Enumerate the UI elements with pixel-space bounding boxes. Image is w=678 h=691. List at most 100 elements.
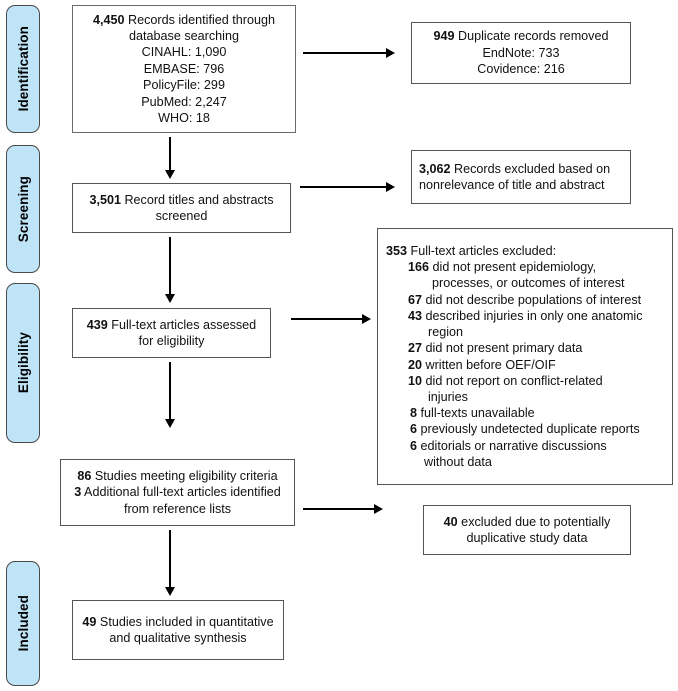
box-fulltext-excluded: 353 Full-text articles excluded: 166 did…: [377, 228, 673, 485]
exclusion-count: 67: [408, 292, 423, 307]
exclusion-count: 6: [410, 422, 418, 437]
text-pubmed: PubMed: 2,247: [141, 94, 227, 109]
text-from-reference-lists: from reference lists: [123, 501, 232, 516]
connector-assessed-to-fulltext-excluded: [291, 318, 364, 320]
text-embase: EMBASE: 796: [143, 61, 225, 76]
arrowhead-assessed-to-fulltext-excluded: [362, 314, 371, 324]
exclusion-count: 10: [408, 373, 423, 388]
count-duplicates-removed: 949: [433, 29, 455, 44]
stage-tab-screening: Screening: [6, 145, 40, 273]
arrowhead-screened-to-assessed: [165, 294, 175, 303]
box-duplicates-removed-text: 949 Duplicate records removed EndNote: 7…: [412, 28, 630, 77]
text-endnote: EndNote: 733: [482, 45, 560, 60]
text-excluded-title-abstract-second: nonrelevance of title and abstract: [419, 178, 605, 192]
box-excluded-title-abstract: 3,062 Records excluded based on nonrelev…: [411, 150, 631, 204]
count-fulltext-assessed: 439: [86, 317, 108, 332]
text-fulltext-excluded-header: Full-text articles excluded:: [407, 244, 557, 259]
box-excluded-title-abstract-text: 3,062 Records excluded based on nonrelev…: [412, 161, 630, 194]
text-additional-articles: Additional full-text articles identified: [81, 485, 281, 500]
text-excluded-title-abstract: Records excluded based on: [450, 161, 611, 176]
exclusion-reason-item: 20 written before OEF/OIF: [386, 357, 664, 373]
box-fulltext-assessed: 439 Full-text articles assessed for elig…: [72, 308, 271, 358]
box-duplicates-removed: 949 Duplicate records removed EndNote: 7…: [411, 22, 631, 84]
text-policyfile: PolicyFile: 299: [143, 78, 225, 93]
stage-tab-screening-label: Screening: [15, 175, 31, 243]
count-records-identified: 4,450: [92, 12, 125, 27]
connector-screened-to-excluded: [300, 186, 388, 188]
box-studies-included-text: 49 Studies included in quantitative and …: [73, 614, 283, 647]
connector-identified-to-duplicates: [303, 52, 388, 54]
exclusion-text: did not describe populations of interest: [422, 292, 642, 307]
exclusion-count: 20: [408, 357, 423, 372]
arrowhead-meeting-criteria-to-duplicative: [374, 504, 383, 514]
box-studies-included: 49 Studies included in quantitative and …: [72, 600, 284, 660]
exclusion-reason-item: 10 did not report on conflict-related: [386, 373, 664, 389]
box-excluded-duplicative-text: 40 excluded due to potentially duplicati…: [424, 514, 630, 547]
stage-tab-identification: Identification: [6, 5, 40, 133]
exclusion-reason-item: 67 did not describe populations of inter…: [386, 292, 664, 308]
exclusion-count: 27: [408, 341, 423, 356]
stage-tab-identification-label: Identification: [15, 26, 31, 112]
box-excluded-duplicative: 40 excluded due to potentially duplicati…: [423, 505, 631, 555]
arrowhead-assessed-to-meeting-criteria: [165, 419, 175, 428]
stage-tab-eligibility-label: Eligibility: [15, 332, 31, 394]
text-studies-included: Studies included in quantitative: [96, 614, 274, 629]
exclusion-text: described injuries in only one anatomic: [422, 308, 643, 323]
count-studies-included: 49: [82, 614, 97, 629]
box-meeting-eligibility-criteria-text: 86 Studies meeting eligibility criteria …: [61, 468, 294, 517]
exclusion-reason-item: 8 full-texts unavailable: [386, 405, 664, 421]
text-records-identified: Records identified through: [124, 12, 276, 27]
arrowhead-screened-to-excluded: [386, 182, 395, 192]
connector-screened-to-assessed: [169, 237, 171, 297]
connector-meeting-criteria-to-duplicative: [303, 508, 376, 510]
arrowhead-meeting-criteria-to-included: [165, 587, 175, 596]
count-excluded-duplicative: 40: [443, 514, 458, 529]
exclusion-text: full-texts unavailable: [417, 406, 535, 421]
text-screened-second: screened: [155, 209, 208, 223]
exclusion-count: 43: [408, 308, 423, 323]
text-records-screened: Record titles and abstracts: [120, 192, 274, 207]
box-fulltext-excluded-text: 353 Full-text articles excluded: 166 did…: [378, 243, 672, 470]
exclusion-text: did not present epidemiology,: [429, 260, 597, 275]
box-records-screened-text: 3,501 Record titles and abstracts screen…: [73, 192, 290, 225]
exclusion-reason-cont: region: [428, 325, 464, 340]
exclusion-text: did not report on conflict-related: [422, 373, 603, 388]
count-excluded-title-abstract: 3,062: [419, 161, 451, 176]
stage-tab-included-label: Included: [15, 595, 31, 652]
text-who: WHO: 18: [158, 111, 210, 126]
text-studies-included-second: and qualitative synthesis: [109, 631, 247, 645]
connector-assessed-to-meeting-criteria: [169, 362, 171, 422]
text-duplicates-removed: Duplicate records removed: [454, 29, 609, 44]
exclusion-text: previously undetected duplicate reports: [417, 422, 640, 437]
box-records-identified-text: 4,450 Records identified through databas…: [73, 12, 295, 127]
text-cinahl: CINAHL: 1,090: [141, 45, 227, 60]
exclusion-reason-item: 6 previously undetected duplicate report…: [386, 421, 664, 437]
text-fulltext-assessed-second: for eligibility: [138, 334, 205, 348]
exclusion-reason-item: 6 editorials or narrative discussions: [386, 438, 664, 454]
text-covidence: Covidence: 216: [477, 62, 565, 77]
text-studies-meeting-criteria: Studies meeting eligibility criteria: [91, 468, 278, 483]
stage-tab-eligibility: Eligibility: [6, 283, 40, 443]
exclusion-reason-cont: without data: [424, 454, 492, 469]
text-fulltext-assessed: Full-text articles assessed: [107, 317, 257, 332]
exclusion-reason-item: 27 did not present primary data: [386, 340, 664, 356]
exclusion-reason-cont: injuries: [428, 389, 468, 404]
exclusion-text: editorials or narrative discussions: [417, 438, 607, 453]
count-additional-articles: 3: [74, 485, 82, 500]
connector-meeting-criteria-to-included: [169, 530, 171, 590]
exclusion-count: 166: [408, 260, 430, 275]
box-fulltext-assessed-text: 439 Full-text articles assessed for elig…: [73, 317, 270, 350]
box-records-screened: 3,501 Record titles and abstracts screen…: [72, 183, 291, 233]
stage-tab-included: Included: [6, 561, 40, 686]
exclusion-text: written before OEF/OIF: [422, 357, 556, 372]
exclusion-count: 6: [410, 438, 418, 453]
text-excluded-duplicative: excluded due to potentially: [457, 514, 611, 529]
exclusion-reason-item: 166 did not present epidemiology,: [386, 259, 664, 275]
text-database-searching: database searching: [129, 28, 239, 43]
count-records-screened: 3,501: [89, 192, 121, 207]
exclusion-reason-cont: processes, or outcomes of interest: [432, 276, 625, 291]
arrowhead-identified-to-duplicates: [386, 48, 395, 58]
text-excluded-duplicative-second: duplicative study data: [466, 531, 588, 545]
box-meeting-eligibility-criteria: 86 Studies meeting eligibility criteria …: [60, 459, 295, 526]
